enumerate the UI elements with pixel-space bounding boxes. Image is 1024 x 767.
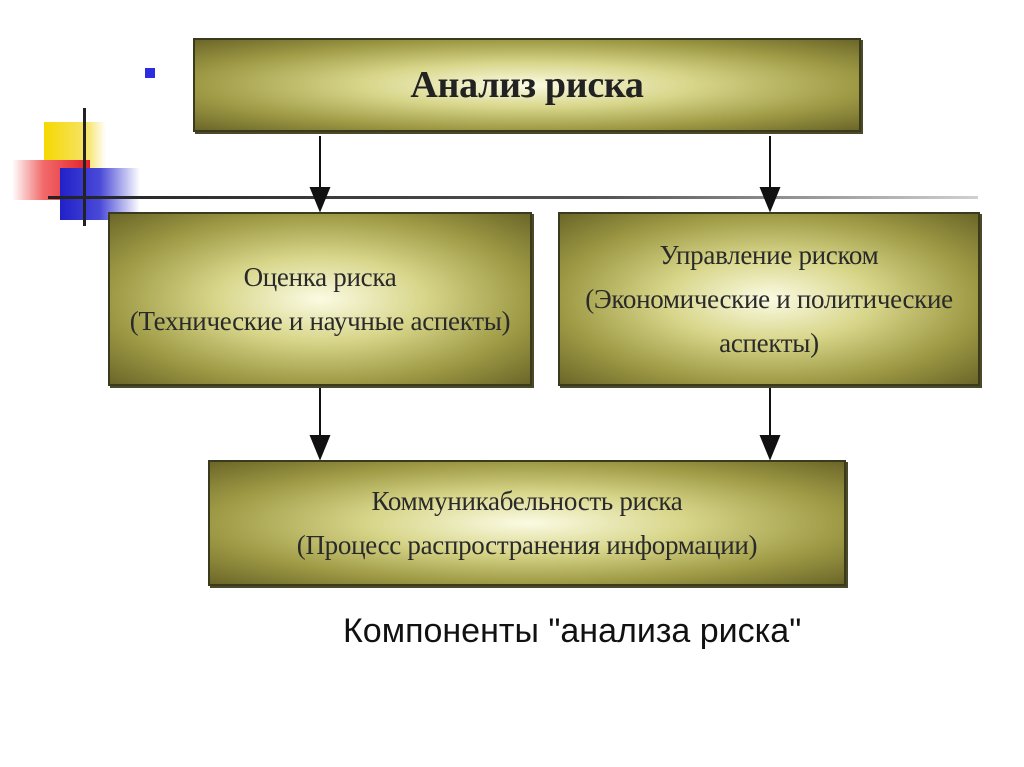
risk-communication-label: Коммуникабельность риска <box>371 486 683 516</box>
decor-vertical-line <box>83 108 86 226</box>
risk-assessment-label: Оценка риска <box>243 262 397 292</box>
risk-communication-box: Коммуникабельность риска (Процесс распро… <box>208 460 846 586</box>
decor-horizontal-line <box>48 196 978 199</box>
slide-caption: Компоненты "анализа риска" <box>343 612 802 650</box>
risk-assessment-box: Оценка риска (Технические и научные аспе… <box>108 212 532 386</box>
decor-blue-square <box>60 168 140 220</box>
risk-management-box: Управление риском (Экономические и полит… <box>558 212 980 386</box>
risk-management-label: Управление риском <box>659 240 879 270</box>
risk-analysis-title: Анализ риска <box>410 64 644 106</box>
risk-communication-subtitle: (Процесс распространения информации) <box>296 530 758 560</box>
risk-management-subtitle-1: (Экономические и политические <box>585 284 953 314</box>
risk-analysis-box: Анализ риска <box>193 38 861 132</box>
risk-management-subtitle-2: аспекты) <box>719 328 819 358</box>
risk-assessment-subtitle: (Технические и научные аспекты) <box>129 306 511 336</box>
bullet-marker <box>145 68 155 78</box>
